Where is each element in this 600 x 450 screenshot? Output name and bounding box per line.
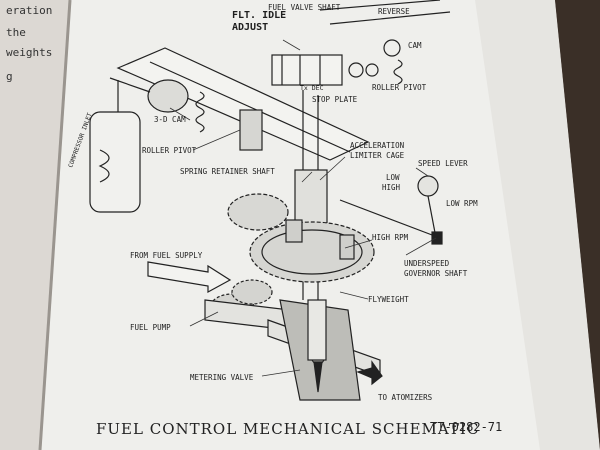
label-flyweight: FLYWEIGHT [368,295,409,304]
label-from-fuel-supply: FROM FUEL SUPPLY [130,251,203,260]
book-spine [38,0,72,450]
label-flt-idle: FLT. IDLE [232,10,286,21]
label-roller-pivot: ROLLER PIVOT [142,146,197,155]
label-roller-pivot-top: ROLLER PIVOT [372,83,427,92]
label-fuel-valve-shaft: FUEL VALVE SHAFT [268,3,341,12]
label-high: HIGH [382,183,401,192]
page-edge [475,0,600,450]
label-fuel-pump: FUEL PUMP [130,323,171,332]
left-page-line: eration [6,4,53,17]
label-low: LOW [386,173,400,182]
left-page-line: the [6,26,26,39]
label-to-atomizers: TO ATOMIZERS [378,393,433,402]
label-adjust: ADJUST [232,22,268,33]
figure-caption: FUEL CONTROL MECHANICAL SCHEMATIC [96,420,480,438]
left-page-line: weights [6,46,53,59]
label-speed-lever: SPEED LEVER [418,159,468,168]
label-acceleration: ACCELERATION [350,141,404,150]
label-metering-valve: METERING VALVE [190,373,254,382]
label-governor-shaft: GOVERNOR SHAFT [404,269,468,278]
label-high-rpm: HIGH RPM [372,233,409,242]
label-reverse: REVERSE [378,7,410,16]
label-underspeed: UNDERSPEED [404,259,450,268]
leader-lines [169,39,437,377]
label-stop-plate: STOP PLATE [312,95,358,104]
label-low-rpm: LOW RPM [446,199,478,208]
label-limiter-cage: LIMITER CAGE [350,151,405,160]
document-code: TT-0282-71 [430,420,503,434]
label-3d-cam: 3-D CAM [154,115,186,124]
mechanism-drawing [89,0,451,401]
label-cam: CAM [408,41,422,50]
label-spring-retainer-shaft: SPRING RETAINER SHAFT [180,167,275,176]
left-page-line: g [6,70,13,83]
label-tx-dec: Tx DEC [300,84,324,92]
background-corner [555,0,600,450]
